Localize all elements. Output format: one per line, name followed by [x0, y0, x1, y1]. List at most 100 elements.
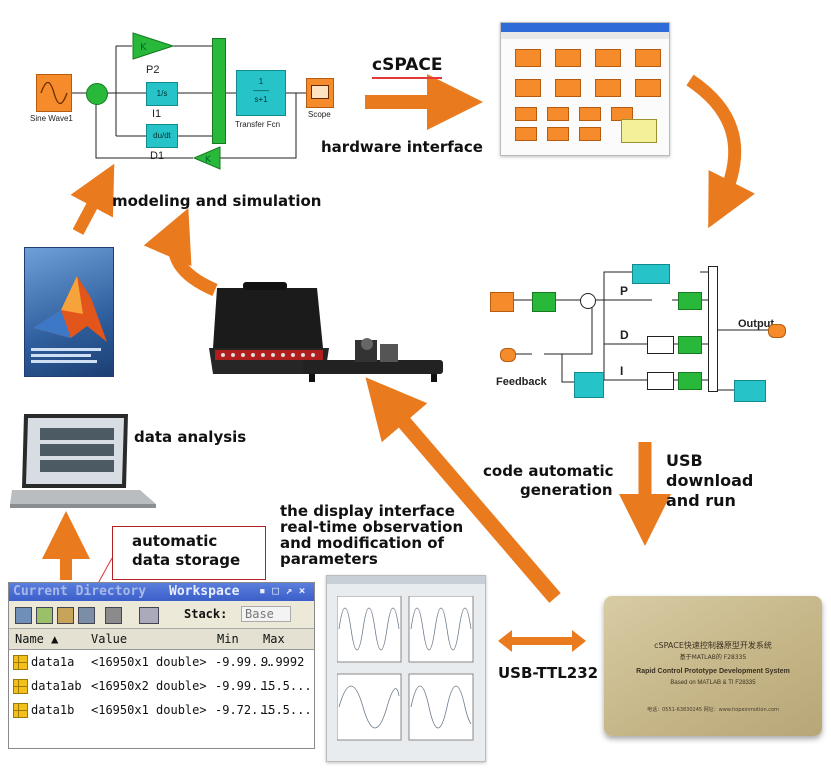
label-display-2: real-time observation: [280, 518, 464, 536]
col-name[interactable]: Name ▲: [15, 632, 59, 646]
save-icon[interactable]: [78, 607, 95, 624]
source-caption: Sine Wave1: [30, 114, 73, 123]
lib-block[interactable]: [515, 79, 541, 97]
device-contact: 电话：0551-63830245 网址：www.hopeinmotion.com: [647, 707, 779, 713]
label-display-1: the display interface: [280, 502, 455, 520]
row-min[interactable]: -9.99...: [215, 655, 273, 669]
cspace-underline: [372, 77, 442, 79]
lib-block[interactable]: [635, 49, 661, 67]
gain-i-label: I1: [152, 108, 162, 120]
col-min[interactable]: Min: [217, 632, 239, 646]
lib-block[interactable]: [547, 127, 569, 141]
label-code-gen-2: generation: [520, 481, 613, 499]
lib-info-block[interactable]: [621, 119, 657, 143]
lib-block[interactable]: [555, 79, 581, 97]
ctrl-gain-block: [532, 292, 556, 312]
osc-titlebar: [327, 576, 485, 584]
stack-label: Stack:: [184, 607, 228, 621]
gain-p-label: P2: [146, 64, 160, 76]
label-code-gen-1: code automatic: [483, 462, 614, 480]
lib-block[interactable]: [515, 107, 537, 121]
lib-block[interactable]: [635, 79, 661, 97]
lib-block[interactable]: [515, 49, 541, 67]
arrow-code-to-hardware: [365, 377, 561, 603]
row-name[interactable]: data1b: [31, 703, 75, 717]
row-name[interactable]: data1ab: [31, 679, 82, 693]
label-display-4: parameters: [280, 550, 378, 568]
lib-block[interactable]: [579, 107, 601, 121]
scope-caption: Scope: [308, 110, 331, 119]
library-titlebar: [501, 23, 669, 32]
label-usb-3: and run: [666, 491, 736, 510]
workspace-toolbar: Stack: Base: [9, 602, 314, 629]
row-value[interactable]: <16950x2 double>: [91, 679, 207, 693]
device-title-en: Rapid Control Prototype Development Syst…: [636, 668, 790, 675]
cspace-library-window: [500, 22, 670, 156]
open-icon[interactable]: [36, 607, 53, 624]
oscilloscope-window: [326, 575, 486, 762]
scope-block: [306, 78, 334, 108]
col-max[interactable]: Max: [263, 632, 285, 646]
label-hardware-interface: hardware interface: [321, 138, 483, 156]
hardware-kit: [205, 282, 450, 394]
controller-model: P D I Output Feedback: [482, 252, 794, 420]
row-value[interactable]: <16950x1 double>: [91, 703, 207, 717]
workspace-titlebar: Current Directory Workspace ▪ □ ↗ ×: [9, 583, 314, 601]
lib-block[interactable]: [579, 127, 601, 141]
matlab-box: [24, 247, 114, 377]
ctrl-d-block: [647, 336, 674, 354]
row-min[interactable]: -9.72...: [215, 703, 273, 717]
transfer-caption: Transfer Fcn: [235, 120, 281, 129]
label-usb-1: USB: [666, 451, 703, 470]
workspace-window: Current Directory Workspace ▪ □ ↗ × Stac…: [8, 582, 315, 749]
ctrl-i-label: I: [620, 364, 624, 378]
tab-current-directory[interactable]: Current Directory: [13, 584, 147, 599]
arrow-usb-ttl: [498, 630, 586, 652]
ctrl-out2-block: [734, 380, 766, 402]
ctrl-feedback-block: [574, 372, 604, 398]
sum-bus-block: [212, 38, 226, 144]
lib-block[interactable]: [595, 49, 621, 67]
lib-block[interactable]: [547, 107, 569, 121]
label-usb-ttl: USB-TTL232: [498, 664, 599, 682]
laptop-graphic: [10, 414, 156, 508]
gain-p-block: K: [132, 32, 174, 60]
stack-select[interactable]: Base: [241, 606, 291, 622]
ctrl-top-block: [632, 264, 670, 284]
row-name[interactable]: data1a: [31, 655, 75, 669]
row-max[interactable]: 15.5...: [261, 679, 312, 693]
library-menubar: [501, 32, 669, 39]
plot-icon[interactable]: [139, 607, 159, 624]
matrix-icon: [13, 679, 28, 694]
lib-block[interactable]: [515, 127, 537, 141]
sum-block: [86, 83, 108, 105]
row-min[interactable]: -9.99...: [215, 679, 273, 693]
device-subtitle-cn: 基于MATLAB的 F28335: [679, 654, 747, 661]
row-max[interactable]: 9.9992: [261, 655, 305, 669]
integrator-block: 1/s: [146, 82, 178, 106]
label-usb-2: download: [666, 471, 754, 490]
feedback-gain-block: K: [193, 146, 221, 170]
lib-block[interactable]: [555, 49, 581, 67]
lib-block[interactable]: [595, 79, 621, 97]
label-data-analysis: data analysis: [134, 428, 247, 446]
col-value[interactable]: Value: [91, 632, 128, 646]
storage-callout-box: [112, 526, 266, 580]
row-max[interactable]: 15.5...: [261, 703, 312, 717]
ctrl-sum-bus: [708, 266, 718, 392]
matrix-icon: [13, 655, 28, 670]
gain-d-label: D1: [150, 150, 165, 162]
table-header: Name ▲ Value Min Max: [9, 629, 314, 650]
row-value[interactable]: <16950x1 double>: [91, 655, 207, 669]
delete-icon[interactable]: [105, 607, 122, 624]
window-controls[interactable]: ▪ □ ↗ ×: [259, 584, 306, 597]
sine-icon: [40, 81, 68, 105]
device-subtitle-en: Based on MATLAB & TI F28335: [670, 680, 756, 686]
derivative-block: du/dt: [146, 124, 178, 148]
new-var-icon[interactable]: [15, 607, 32, 624]
ctrl-feedback-input: [500, 348, 516, 362]
workspace-table: Name ▲ Value Min Max data1a <16950x1 dou…: [9, 629, 314, 748]
import-icon[interactable]: [57, 607, 74, 624]
tab-workspace[interactable]: Workspace: [169, 584, 240, 599]
